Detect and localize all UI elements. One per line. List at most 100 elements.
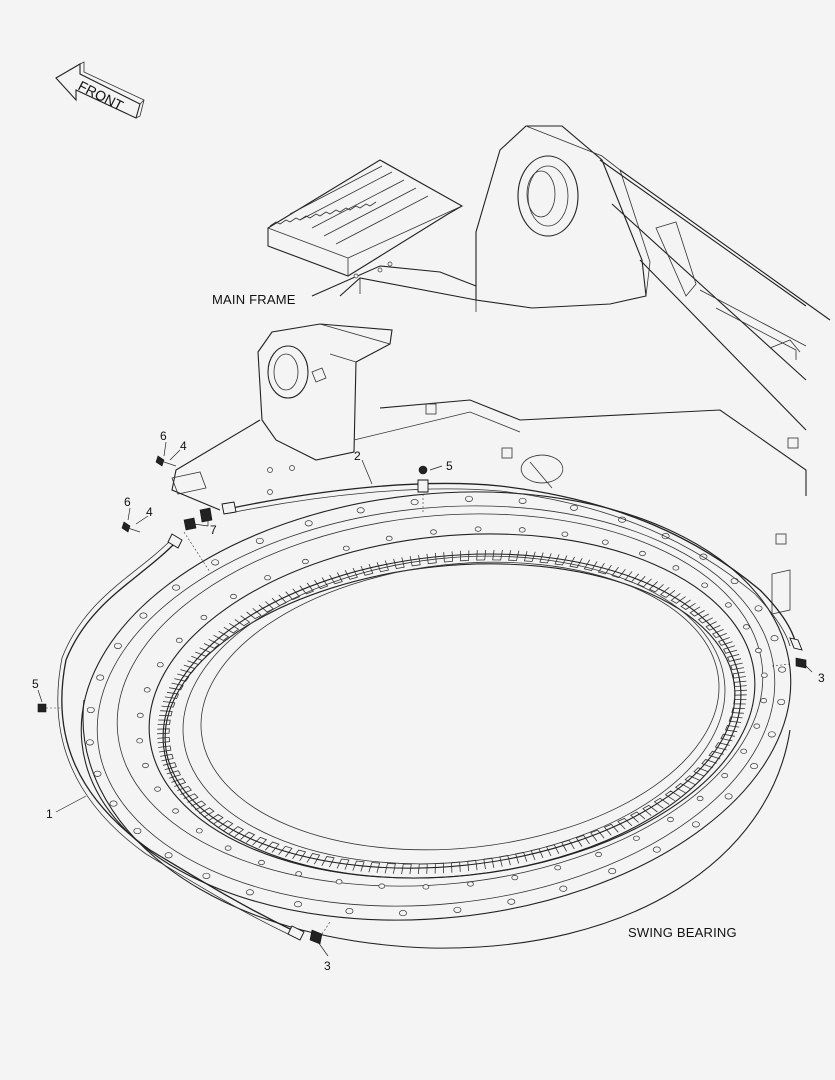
- swing-bearing-label: SWING BEARING: [628, 925, 737, 940]
- inner-bolt-hole: [667, 816, 674, 823]
- inner-bolt-hole: [721, 772, 729, 779]
- inner-bolt-hole: [156, 662, 164, 668]
- callout-6-lower: 6: [124, 495, 131, 509]
- inner-bolt-hole: [302, 558, 309, 565]
- inner-bolt-hole: [342, 545, 350, 551]
- inner-bolt-hole: [224, 845, 232, 851]
- outer-bolt-hole: [778, 666, 787, 673]
- inner-bolt-hole: [258, 859, 265, 866]
- swing-bearing: [80, 491, 792, 949]
- inner-bolt-hole: [136, 712, 144, 719]
- outer-bolt-hole: [139, 612, 148, 619]
- outer-bolt-hole: [133, 827, 142, 835]
- hose1-upper-end-fitting-icon: [167, 533, 183, 549]
- outer-bolt-hole: [608, 868, 617, 875]
- outer-bolt-hole: [777, 698, 786, 706]
- inner-bolt-hole: [511, 874, 519, 881]
- outer-bolt-hole: [255, 537, 264, 544]
- outer-bolt-hole: [345, 908, 354, 915]
- inner-bolt-hole: [175, 637, 183, 644]
- inner-bolt-hole: [743, 624, 750, 630]
- outer-bolt-hole: [85, 739, 94, 746]
- fittings: [37, 455, 807, 945]
- outer-bolt-hole: [754, 605, 763, 612]
- callout-4-lower: 4: [146, 505, 153, 519]
- front-label: FRONT: [76, 77, 127, 113]
- inner-bolt-hole: [601, 539, 609, 545]
- callout-3-right: 3: [818, 671, 825, 685]
- inner-bolt-hole: [230, 593, 237, 600]
- outer-bolt-hole: [86, 706, 95, 714]
- inner-bolt-hole: [561, 531, 569, 537]
- outer-bolt-hole: [453, 906, 462, 913]
- tee-fitting-b-icon: [199, 507, 213, 523]
- front-arrow-icon: FRONT: [55, 61, 145, 119]
- outer-bolt-hole: [93, 770, 102, 777]
- outer-bolt-hole: [164, 852, 173, 859]
- inner-bolt-hole: [143, 687, 151, 693]
- outer-bolt-hole: [113, 642, 122, 649]
- outer-bolt-hole: [724, 793, 733, 800]
- inner-bolt-hole: [136, 738, 144, 744]
- inner-bolt-hole: [142, 762, 149, 769]
- inner-bolt-hole: [696, 795, 704, 802]
- gear-teeth: [157, 549, 747, 875]
- inner-bolt-hole: [639, 550, 646, 557]
- inner-bolt-hole: [422, 884, 430, 890]
- outer-bolt-hole: [96, 674, 105, 681]
- outer-bolt-hole: [410, 499, 419, 506]
- grease-hoses: [57, 482, 797, 935]
- hose1-lower-end-fitting-icon: [287, 925, 305, 941]
- clip-top-icon: [417, 479, 429, 493]
- grease-nipple-upper-icon: [155, 455, 165, 467]
- outer-bolt-hole: [211, 559, 220, 566]
- inner-bolt-hole: [264, 575, 271, 581]
- inner-bolt-hole: [378, 883, 386, 889]
- inner-bolt-hole: [518, 527, 526, 533]
- inner-bolt-hole: [467, 881, 474, 887]
- inner-bolt-hole: [295, 871, 303, 877]
- inner-bolt-hole: [154, 786, 161, 792]
- callout-3-lower: 3: [324, 959, 331, 973]
- outer-bolt-hole: [770, 635, 779, 642]
- inner-bolt-hole: [740, 748, 748, 754]
- outer-bolt-hole: [507, 898, 516, 905]
- outer-bolt-hole: [518, 497, 527, 504]
- tee-fitting-a-icon: [183, 517, 197, 531]
- inner-bolt-hole: [430, 529, 437, 535]
- outer-bolt-hole: [559, 885, 568, 892]
- inner-bolt-hole: [633, 835, 640, 841]
- callout-5-top: 5: [446, 459, 453, 473]
- grease-nipple-lower-icon: [121, 521, 131, 533]
- callout-6-upper: 6: [160, 429, 167, 443]
- outer-bolt-hole: [109, 800, 118, 807]
- outer-bolt-hole: [691, 821, 700, 828]
- outer-bolt-hole: [356, 507, 365, 514]
- outer-bolt-hole: [570, 504, 578, 511]
- outer-bolt-hole: [730, 577, 739, 585]
- leader-lines: [37, 441, 813, 957]
- outer-bolt-hole: [750, 763, 759, 770]
- outer-bolt-hole: [304, 520, 313, 527]
- guide-lines: [46, 494, 791, 935]
- callout-5-left: 5: [32, 677, 39, 691]
- main-frame-label: MAIN FRAME: [212, 292, 296, 307]
- callout-2: 2: [354, 449, 361, 463]
- inner-bolt-hole: [701, 582, 709, 588]
- inner-bolt-hole: [760, 697, 768, 704]
- inner-bolt-hole: [172, 808, 179, 814]
- clip-left-icon: [37, 703, 47, 713]
- outer-bolt-hole: [767, 731, 776, 738]
- inner-bolt-hole: [760, 672, 768, 678]
- main-frame: [171, 125, 831, 615]
- hose2-left-end-fitting-icon: [221, 501, 237, 515]
- inner-bolt-hole: [195, 828, 203, 834]
- inner-bolt-hole: [385, 535, 393, 542]
- inner-bolt-hole: [335, 879, 343, 885]
- hose2-right-end-fitting-icon: [789, 637, 803, 651]
- outer-bolt-hole: [399, 910, 407, 917]
- callout-7: 7: [210, 523, 217, 537]
- callout-4-upper: 4: [180, 439, 187, 453]
- inner-bolt-hole: [595, 851, 602, 858]
